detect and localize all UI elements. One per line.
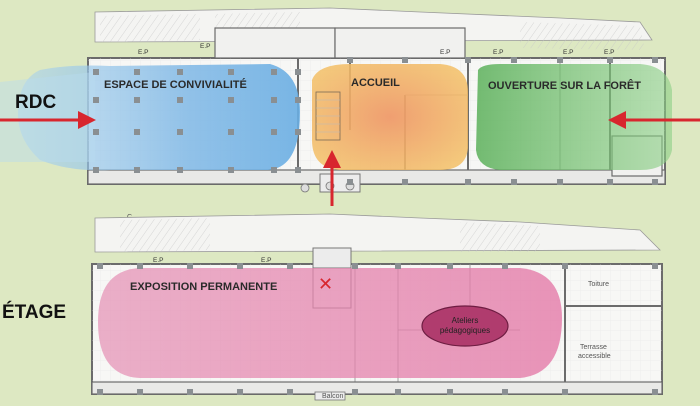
structural-column [395,263,401,269]
structural-column [271,69,277,75]
structural-column [137,263,143,269]
structural-column [228,97,234,103]
level-label-upper: ÉTAGE [2,301,66,323]
structural-column [295,97,301,103]
structural-column [93,97,99,103]
structural-column [607,179,613,185]
structural-column [402,57,408,63]
structural-column [511,179,517,185]
structural-column [93,69,99,75]
structural-column [295,129,301,135]
ep-label: E.P [138,49,148,56]
structural-column [187,389,193,395]
zone-label-conviviality: ESPACE DE CONVIVIALITÉ [104,78,247,91]
structural-column [652,57,658,63]
structural-column [295,69,301,75]
zone-exhibition-area [98,268,562,378]
zone-label-workshops-line2: pédagogiques [440,326,490,335]
ep-label: E.P [563,49,573,56]
entrance-arrow-left [0,111,96,129]
entrance-arrow-right [608,111,700,129]
structural-column [134,167,140,173]
structural-column [465,57,471,63]
structural-column [228,167,234,173]
structural-column [287,263,293,269]
structural-column [447,263,453,269]
zone-label-exhibition: EXPOSITION PERMANENTE [130,281,277,293]
structural-column [652,263,658,269]
structural-column [465,179,471,185]
entrance-arrow-bottom [323,150,341,206]
zone-label-forest: OUVERTURE SUR LA FORÊT [488,79,641,92]
structural-column [562,389,568,395]
zone-forest-area [476,64,672,170]
zone-workshops-area [421,305,509,347]
ep-label: E.P [604,49,614,56]
structural-column [511,57,517,63]
structural-column [557,57,563,63]
ground-floor-columns [93,57,658,185]
structural-column [352,263,358,269]
structural-column [228,69,234,75]
structural-column [502,263,508,269]
structural-column [134,69,140,75]
structural-column [271,167,277,173]
structural-column [137,389,143,395]
zone-label-workshops-line1: Ateliers [452,316,479,325]
ep-label: E.P [440,49,450,56]
structural-column [177,167,183,173]
structural-column [97,263,103,269]
structural-column [93,167,99,173]
structural-column [447,389,453,395]
zone-conviviality-area [18,64,300,171]
blocked-access-icon: ✕ [318,274,333,295]
structural-column [187,263,193,269]
structural-column [134,97,140,103]
structural-column [177,129,183,135]
structural-column [177,69,183,75]
structural-column [271,97,277,103]
structural-column [287,389,293,395]
structural-column [228,129,234,135]
structural-column [237,263,243,269]
structural-column [652,179,658,185]
structural-column [557,179,563,185]
structural-column [237,389,243,395]
zone-label-reception: ACCUEIL [351,77,400,89]
room-label-balcony: Balcon [322,393,344,400]
room-label-terrace-line1: Terrasse [580,344,607,351]
structural-column [352,389,358,395]
structural-column [134,129,140,135]
room-label-roof: Toiture [588,281,609,288]
structural-column [562,263,568,269]
ep-label: E.P [261,257,271,264]
structural-column [652,389,658,395]
room-label-terrace-line2: accessible [578,353,611,360]
ep-label: E.P [493,49,503,56]
structural-column [177,97,183,103]
structural-column [502,389,508,395]
level-label-ground: RDC [15,92,56,113]
zone-reception-area [312,64,468,170]
ep-label: E.P [153,257,163,264]
structural-column [295,167,301,173]
structural-column [93,129,99,135]
structural-column [271,129,277,135]
structural-column [395,389,401,395]
reception-stair [315,91,341,141]
structural-column [607,57,613,63]
zone-conviviality-left-fade [0,72,95,162]
structural-column [97,389,103,395]
structural-column [347,57,353,63]
structural-column [347,179,353,185]
structural-column [402,179,408,185]
upper-floor-columns [97,263,658,395]
ep-label: E.P [200,43,210,50]
